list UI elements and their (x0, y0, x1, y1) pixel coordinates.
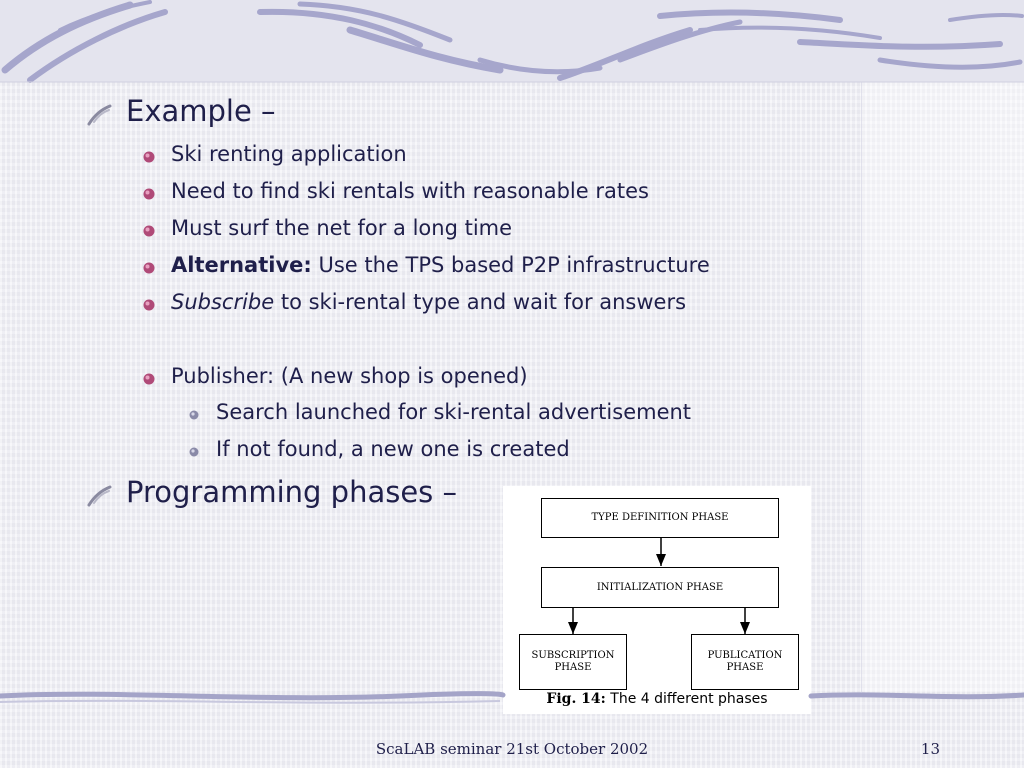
box-initialization: INITIALIZATION PHASE (541, 567, 779, 608)
round-bullet-icon (143, 188, 155, 200)
bullet-text: Publisher: (A new shop is opened) (171, 364, 528, 388)
round-bullet-icon (143, 151, 155, 163)
bullet-text: Search launched for ski-rental advertise… (216, 400, 692, 424)
plain-text: Use the TPS based P2P infrastructure (311, 253, 710, 277)
round-bullet-icon (143, 225, 155, 237)
bullet-text: Ski renting application (171, 142, 407, 166)
small-star-bullet-icon (189, 447, 199, 457)
bullet-example-text: Example – (126, 94, 276, 128)
round-bullet-icon (143, 299, 155, 311)
feather-bullet-icon (87, 104, 112, 126)
plain-text: to ski-rental type and wait for answers (274, 290, 687, 314)
italic-label: Subscribe (171, 290, 275, 314)
box-label-line1: PUBLICATION (707, 650, 783, 661)
box-label: TYPE DEFINITION PHASE (591, 512, 729, 523)
box-type-definition: TYPE DEFINITION PHASE (541, 498, 779, 538)
box-label: INITIALIZATION PHASE (596, 581, 724, 593)
round-bullet-icon (143, 262, 155, 274)
bullet-phases-text: Programming phases – (126, 475, 458, 509)
phases-figure: TYPE DEFINITION PHASE INITIALIZATION PHA… (503, 486, 811, 714)
caption-text: The 4 different phases (605, 691, 768, 707)
bottom-wave-decoration (0, 691, 1024, 704)
top-wave-decoration (0, 0, 1024, 83)
box-publication: PUBLICATION PHASE (691, 634, 799, 690)
small-star-bullet-icon (189, 410, 199, 420)
box-subscription: SUBSCRIPTION PHASE (519, 634, 627, 690)
figure-caption: Fig. 14: The 4 different phases (503, 691, 811, 707)
bullet-text: Must surf the net for a long time (171, 216, 513, 240)
box-label-line2: PHASE (554, 662, 592, 673)
bold-label: Alternative: (171, 253, 312, 277)
box-label-line2: PHASE (726, 662, 764, 673)
box-label-line1: SUBSCRIPTION (531, 650, 615, 661)
bullet-text: If not found, a new one is created (216, 437, 570, 461)
caption-label: Fig. 14: (546, 691, 606, 707)
phase-arrows (568, 538, 750, 634)
page-number: 13 (920, 740, 940, 758)
feather-bullet-icon (87, 485, 112, 507)
bullet-text: Alternative: Use the TPS based P2P infra… (171, 253, 710, 277)
round-bullet-icon (143, 373, 155, 385)
bullet-text: Subscribe to ski-rental type and wait fo… (171, 290, 686, 314)
right-decor-strip (861, 82, 1024, 692)
footer-text: ScaLAB seminar 21st October 2002 (375, 740, 649, 758)
bullet-text: Need to find ski rentals with reasonable… (171, 179, 649, 203)
